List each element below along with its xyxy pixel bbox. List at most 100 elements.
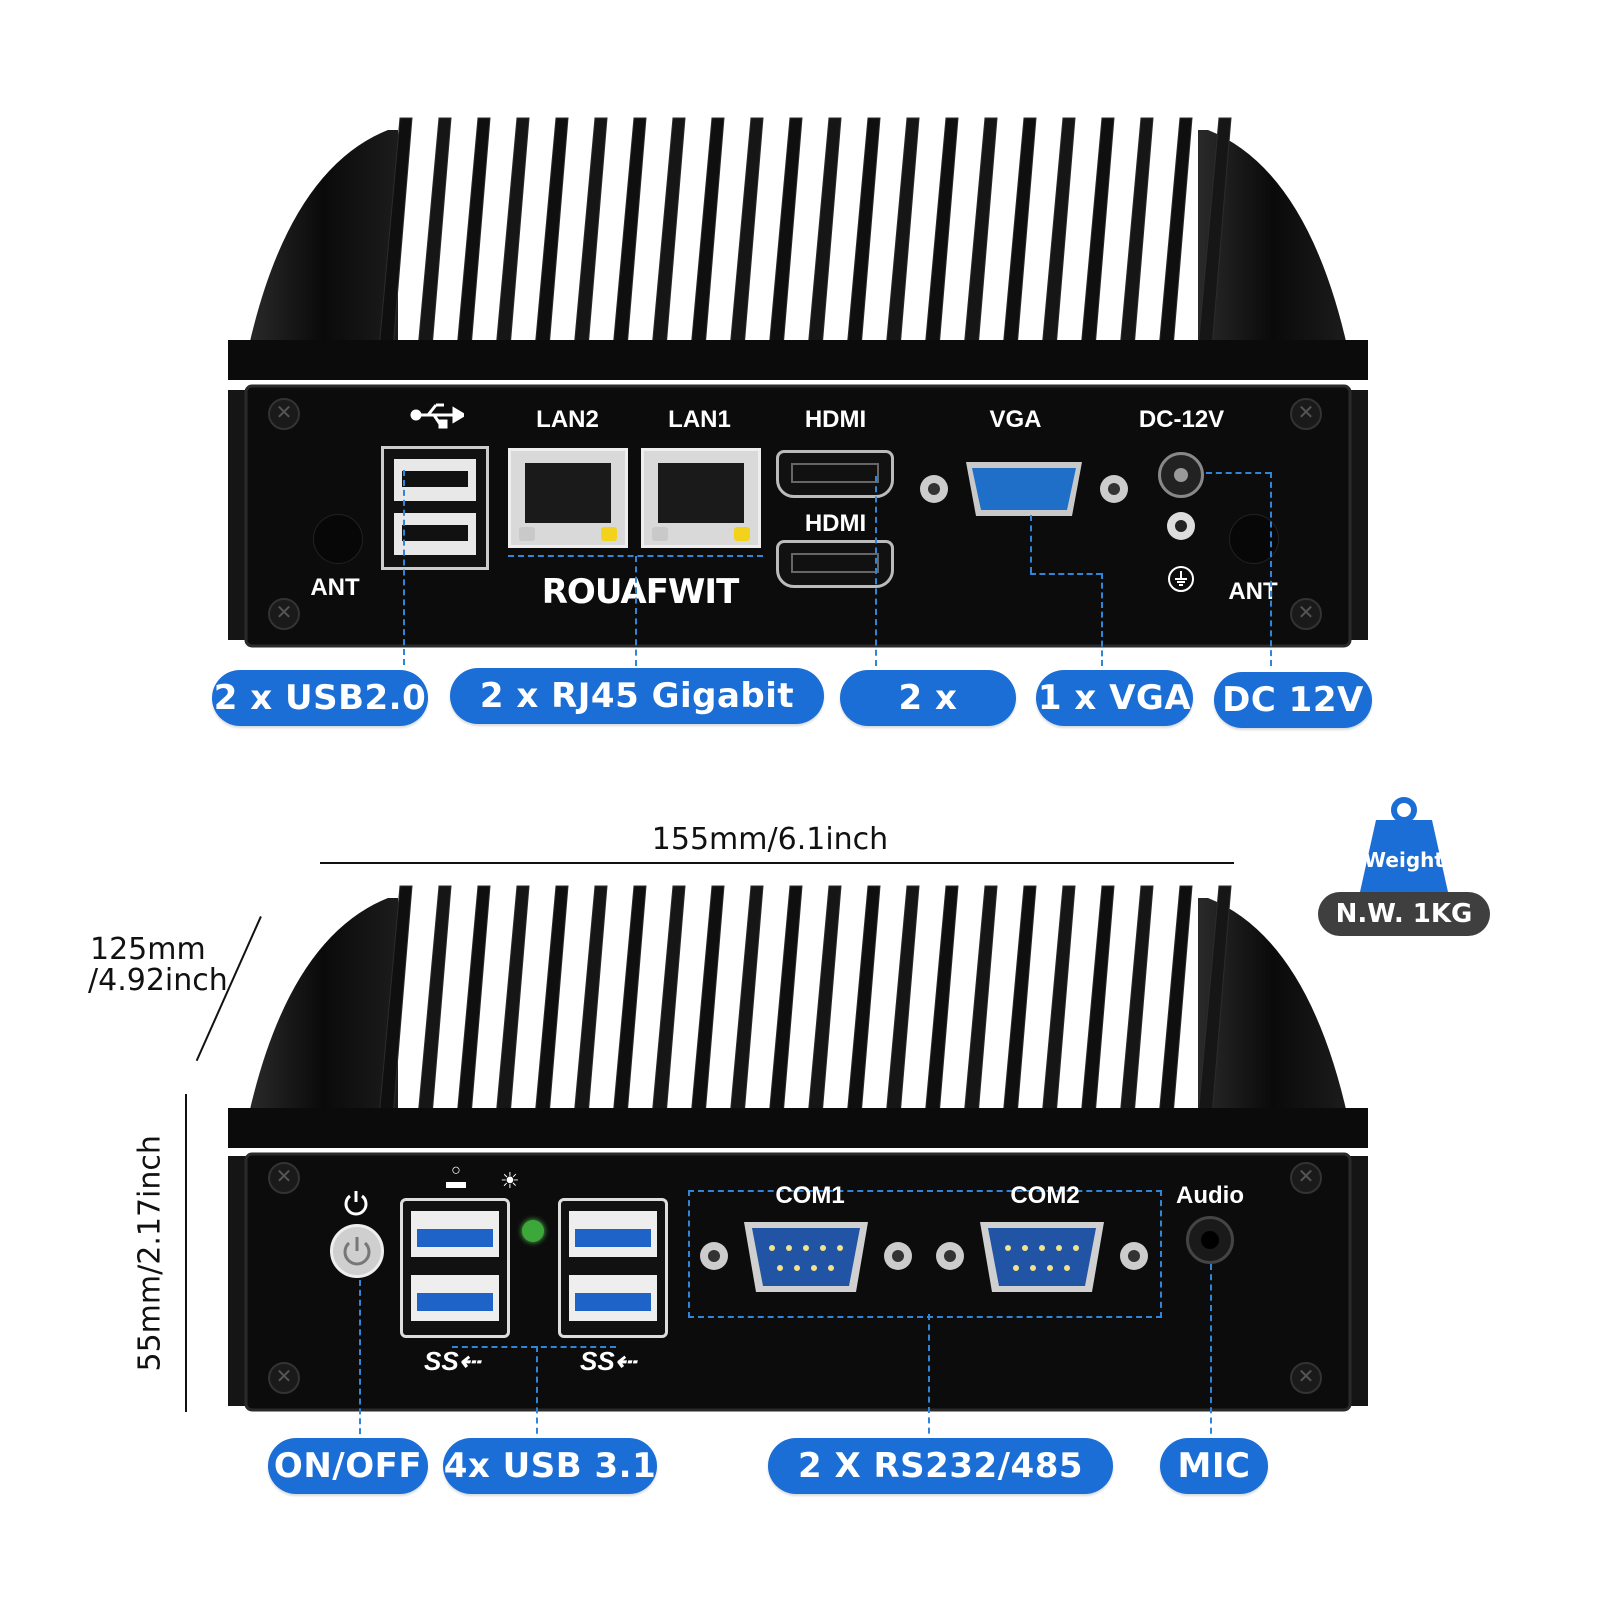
screw-icon: ✕ bbox=[1290, 398, 1322, 430]
heatsink-fin bbox=[962, 885, 998, 1129]
heatsink-fin bbox=[1040, 885, 1076, 1129]
rj45-port-lan1 bbox=[641, 448, 761, 548]
hdmi-port-a bbox=[776, 450, 894, 498]
callout-usb2: 2 x USB2.0 bbox=[212, 670, 428, 726]
vga-label: VGA bbox=[989, 406, 1042, 433]
heatsink-fin bbox=[806, 885, 842, 1129]
usb3-port-stack-left bbox=[400, 1198, 510, 1338]
screw-icon: ✕ bbox=[268, 1162, 300, 1194]
weight-label: Weight bbox=[1364, 848, 1444, 872]
status-led bbox=[522, 1220, 544, 1242]
heatsink-fin bbox=[689, 885, 725, 1129]
heatsink-fin bbox=[455, 117, 491, 361]
heatsink-fin bbox=[416, 885, 452, 1129]
superspeed-usb-icon: SS⇠ bbox=[424, 1346, 481, 1376]
callout-mic: MIC bbox=[1160, 1438, 1268, 1494]
connector-power bbox=[359, 1280, 361, 1444]
screw-icon: ✕ bbox=[1290, 598, 1322, 630]
lan1-label: LAN1 bbox=[668, 406, 731, 433]
ground-screw bbox=[1167, 512, 1195, 540]
usb3-port-stack-right bbox=[558, 1198, 668, 1338]
connector-vga-a bbox=[1030, 515, 1032, 573]
lan2-label: LAN2 bbox=[536, 406, 599, 433]
usb2-port-stack bbox=[381, 446, 489, 570]
connector-lan bbox=[635, 556, 637, 666]
heatsink-fin bbox=[611, 885, 647, 1129]
ant-left-label: ANT bbox=[310, 574, 360, 601]
hdmi-port-b bbox=[776, 540, 894, 588]
bottom-device-chassis bbox=[228, 885, 1368, 1412]
connector-dc-h bbox=[1206, 472, 1271, 474]
power-button[interactable] bbox=[330, 1224, 384, 1278]
connector-dc bbox=[1270, 472, 1272, 666]
heatsink-fin bbox=[1079, 117, 1115, 361]
usb-icon bbox=[410, 400, 464, 430]
dc-jack bbox=[1158, 452, 1204, 498]
connector-usb3-h bbox=[452, 1346, 616, 1348]
audio-label: Audio bbox=[1176, 1182, 1244, 1209]
heatsink-fin bbox=[1118, 117, 1154, 361]
com1-port bbox=[696, 1214, 916, 1298]
connector-mic bbox=[1210, 1264, 1212, 1444]
bottom-device bbox=[228, 878, 1368, 1418]
weight-value: N.W. 1KG bbox=[1318, 892, 1490, 936]
connector-usb3 bbox=[536, 1346, 538, 1444]
hdmi-label-b: HDMI bbox=[804, 510, 867, 537]
com-group-outline bbox=[688, 1190, 1162, 1318]
screw-icon: ✕ bbox=[268, 598, 300, 630]
connector-usb bbox=[403, 470, 405, 665]
connector-vga-b bbox=[1101, 573, 1103, 666]
heatsink-fin bbox=[845, 117, 881, 361]
hdd-indicator-icon: ○ bbox=[446, 1162, 466, 1190]
hdmi-label-a: HDMI bbox=[804, 406, 867, 433]
callout-dc: DC 12V bbox=[1214, 672, 1372, 728]
com1-label: COM1 bbox=[775, 1182, 845, 1209]
depth-dimension-line2: /4.92inch bbox=[88, 963, 228, 998]
heatsink-fin bbox=[1118, 885, 1154, 1129]
heatsink-fin bbox=[533, 117, 569, 361]
power-icon bbox=[342, 1188, 370, 1216]
heatsink-fin bbox=[455, 885, 491, 1129]
height-dimension-text: 55mm/2.17inch bbox=[132, 1135, 168, 1372]
heatsink-fin bbox=[884, 117, 920, 361]
heatsink-fin bbox=[884, 885, 920, 1129]
led-indicator-icon: ☀ bbox=[500, 1168, 520, 1193]
heatsink-fin bbox=[1157, 117, 1193, 361]
heatsink-fin bbox=[494, 117, 530, 361]
heatsink-fin bbox=[767, 885, 803, 1129]
connector-hdmi bbox=[875, 476, 877, 666]
heatsink-fin bbox=[923, 885, 959, 1129]
width-line bbox=[320, 862, 1234, 864]
callout-usb3: 4x USB 3.1 bbox=[443, 1438, 657, 1494]
heatsink-fin bbox=[689, 117, 725, 361]
heatsink-fin bbox=[767, 117, 803, 361]
screw-icon: ✕ bbox=[1290, 1162, 1322, 1194]
callout-vga: 1 x VGA bbox=[1036, 670, 1193, 726]
heatsink-fin bbox=[806, 117, 842, 361]
heatsink-fin bbox=[1040, 117, 1076, 361]
audio-jack bbox=[1186, 1216, 1234, 1264]
width-dimension: 155mm/6.1inch bbox=[651, 822, 889, 857]
heatsink-fin bbox=[494, 885, 530, 1129]
antenna-hole-left bbox=[313, 514, 363, 564]
heatsink-fin bbox=[572, 885, 608, 1129]
heatsink-fin bbox=[728, 117, 764, 361]
ant-right-label: ANT bbox=[1228, 578, 1278, 605]
heatsink-fin bbox=[650, 117, 686, 361]
heatsink-fin bbox=[962, 117, 998, 361]
callout-com: 2 X RS232/485 C0M bbox=[768, 1438, 1113, 1542]
heatsink-fin bbox=[1001, 885, 1037, 1129]
connector-com bbox=[928, 1314, 930, 1444]
heatsink-fin bbox=[1079, 885, 1115, 1129]
heatsink-fin bbox=[1001, 117, 1037, 361]
heatsink-fin bbox=[572, 117, 608, 361]
height-line bbox=[185, 1094, 187, 1412]
ground-icon bbox=[1168, 566, 1194, 592]
screw-icon: ✕ bbox=[1290, 1362, 1322, 1394]
connector-vga-h bbox=[1030, 573, 1102, 575]
com2-label: COM2 bbox=[1010, 1182, 1080, 1209]
heatsink-fin bbox=[923, 117, 959, 361]
heatsink-fin bbox=[533, 885, 569, 1129]
brand-logo: ROUAFWIT bbox=[541, 572, 740, 612]
superspeed-usb-icon: SS⇠ bbox=[580, 1346, 637, 1376]
